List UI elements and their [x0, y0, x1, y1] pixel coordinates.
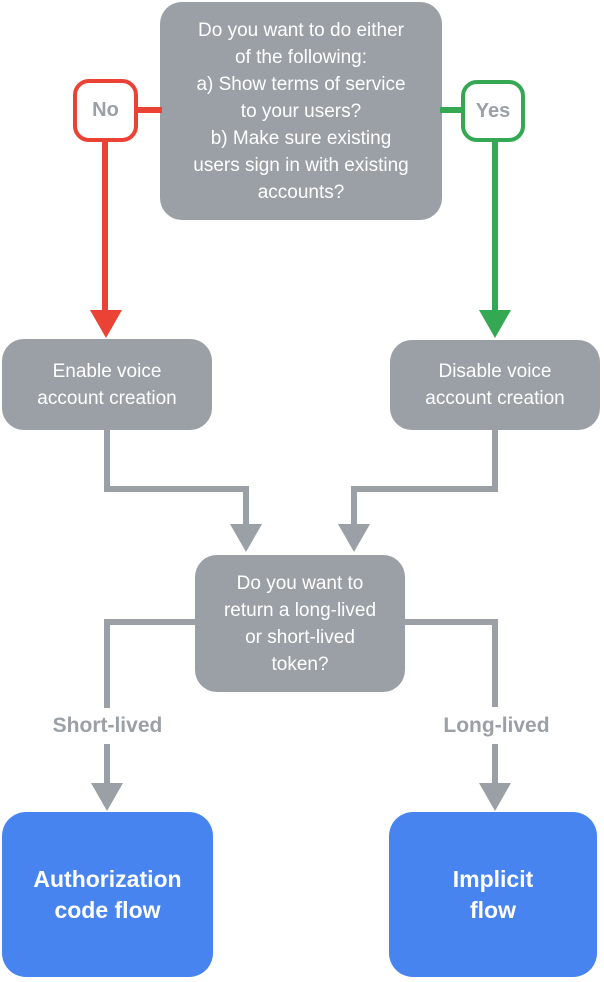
yes-badge: Yes: [461, 80, 525, 142]
enable-to-token-vline1: [104, 429, 110, 492]
token-question-node: Do you want to return a long-lived or sh…: [195, 555, 405, 692]
disable-voice-account-node: Disable voice account creation: [390, 340, 600, 430]
authorization-code-flow-node: Authorization code flow: [2, 812, 213, 977]
no-branch-vline: [102, 140, 108, 312]
top-question-node: Do you want to do either of the followin…: [160, 2, 442, 220]
short-lived-label: Short-lived: [22, 708, 193, 744]
short-lived-branch-hline: [104, 619, 195, 625]
long-lived-arrowhead-icon: [479, 783, 511, 811]
disable-to-token-vline1: [492, 428, 498, 492]
enable-to-token-vline2: [243, 486, 249, 528]
long-lived-branch-hline: [405, 619, 498, 625]
implicit-flow-node: Implicit flow: [389, 812, 597, 977]
yes-branch-hline: [440, 107, 464, 113]
long-lived-branch-vline: [492, 619, 498, 783]
no-branch-arrowhead-icon: [90, 310, 122, 338]
short-lived-branch-vline: [104, 619, 110, 783]
enable-to-token-hline: [104, 486, 249, 492]
no-badge: No: [73, 79, 138, 142]
disable-to-token-arrowhead-icon: [338, 524, 370, 552]
short-lived-arrowhead-icon: [91, 783, 123, 811]
disable-to-token-hline: [351, 486, 498, 492]
enable-voice-account-node: Enable voice account creation: [2, 339, 212, 430]
yes-branch-vline: [492, 140, 498, 312]
disable-to-token-vline2: [351, 486, 357, 528]
long-lived-label: Long-lived: [410, 707, 583, 744]
enable-to-token-arrowhead-icon: [230, 524, 262, 552]
no-branch-hline: [136, 107, 162, 113]
yes-branch-arrowhead-icon: [479, 310, 511, 338]
